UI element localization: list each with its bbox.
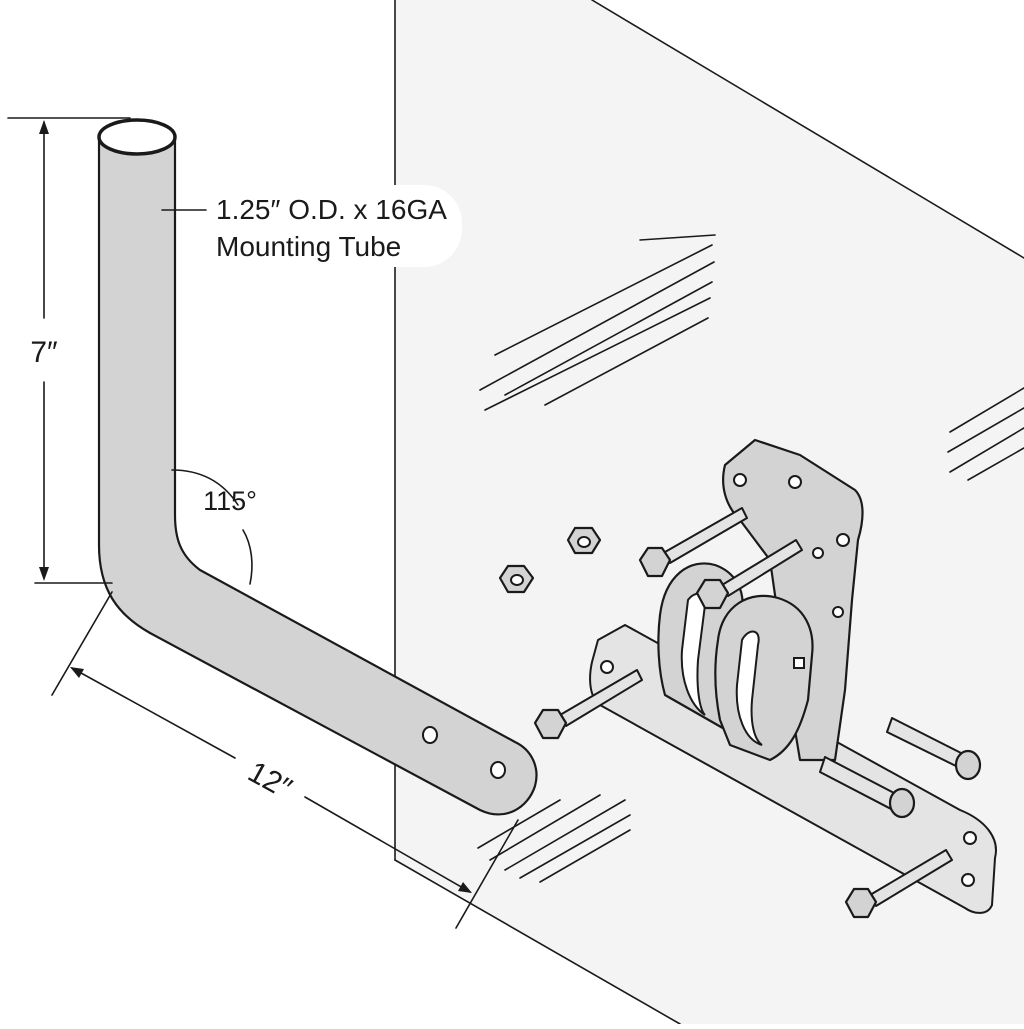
back-hole-1	[733, 473, 747, 487]
wall-reflection-hatch	[479, 234, 716, 411]
tube-label-line2: Mounting Tube	[216, 231, 401, 262]
back-hole-4	[812, 547, 824, 559]
bolt-1	[638, 507, 748, 578]
wall-reflection-hatch-right	[947, 387, 1024, 481]
pin-1	[886, 717, 982, 781]
clamp-slot-right	[735, 630, 763, 746]
mounting-tube	[97, 118, 538, 816]
length-label: 12″	[243, 755, 298, 805]
back-hole-2	[788, 475, 802, 489]
pin-2	[819, 756, 916, 819]
hex-nut-2	[566, 526, 602, 555]
back-hole-5	[832, 606, 844, 618]
tube-label-line1: 1.25″ O.D. x 16GA	[216, 194, 447, 225]
wall-bracket	[589, 438, 997, 914]
tube-hole-1	[422, 726, 438, 744]
base-hole-2	[961, 873, 975, 887]
wall-reflection-hatch-bottom	[477, 794, 631, 883]
tube-callout	[161, 185, 462, 267]
hex-nut-1	[498, 564, 535, 594]
base-hole-3	[963, 831, 977, 845]
angle-arc	[171, 469, 253, 585]
tube-opening	[97, 118, 177, 156]
height-label: 7″	[30, 336, 58, 369]
clamp-square-hole	[793, 657, 805, 669]
back-hole-3	[836, 533, 850, 547]
length-dimension	[51, 591, 519, 929]
bolt-2	[695, 539, 803, 610]
base-hole-1	[600, 660, 614, 674]
tube-hole-2	[490, 761, 506, 779]
bolt-3	[533, 669, 643, 740]
bracket-back-plate	[722, 438, 864, 762]
angle-label: 115°	[203, 486, 257, 516]
height-dimension	[7, 117, 131, 584]
bolt-4	[844, 849, 953, 919]
